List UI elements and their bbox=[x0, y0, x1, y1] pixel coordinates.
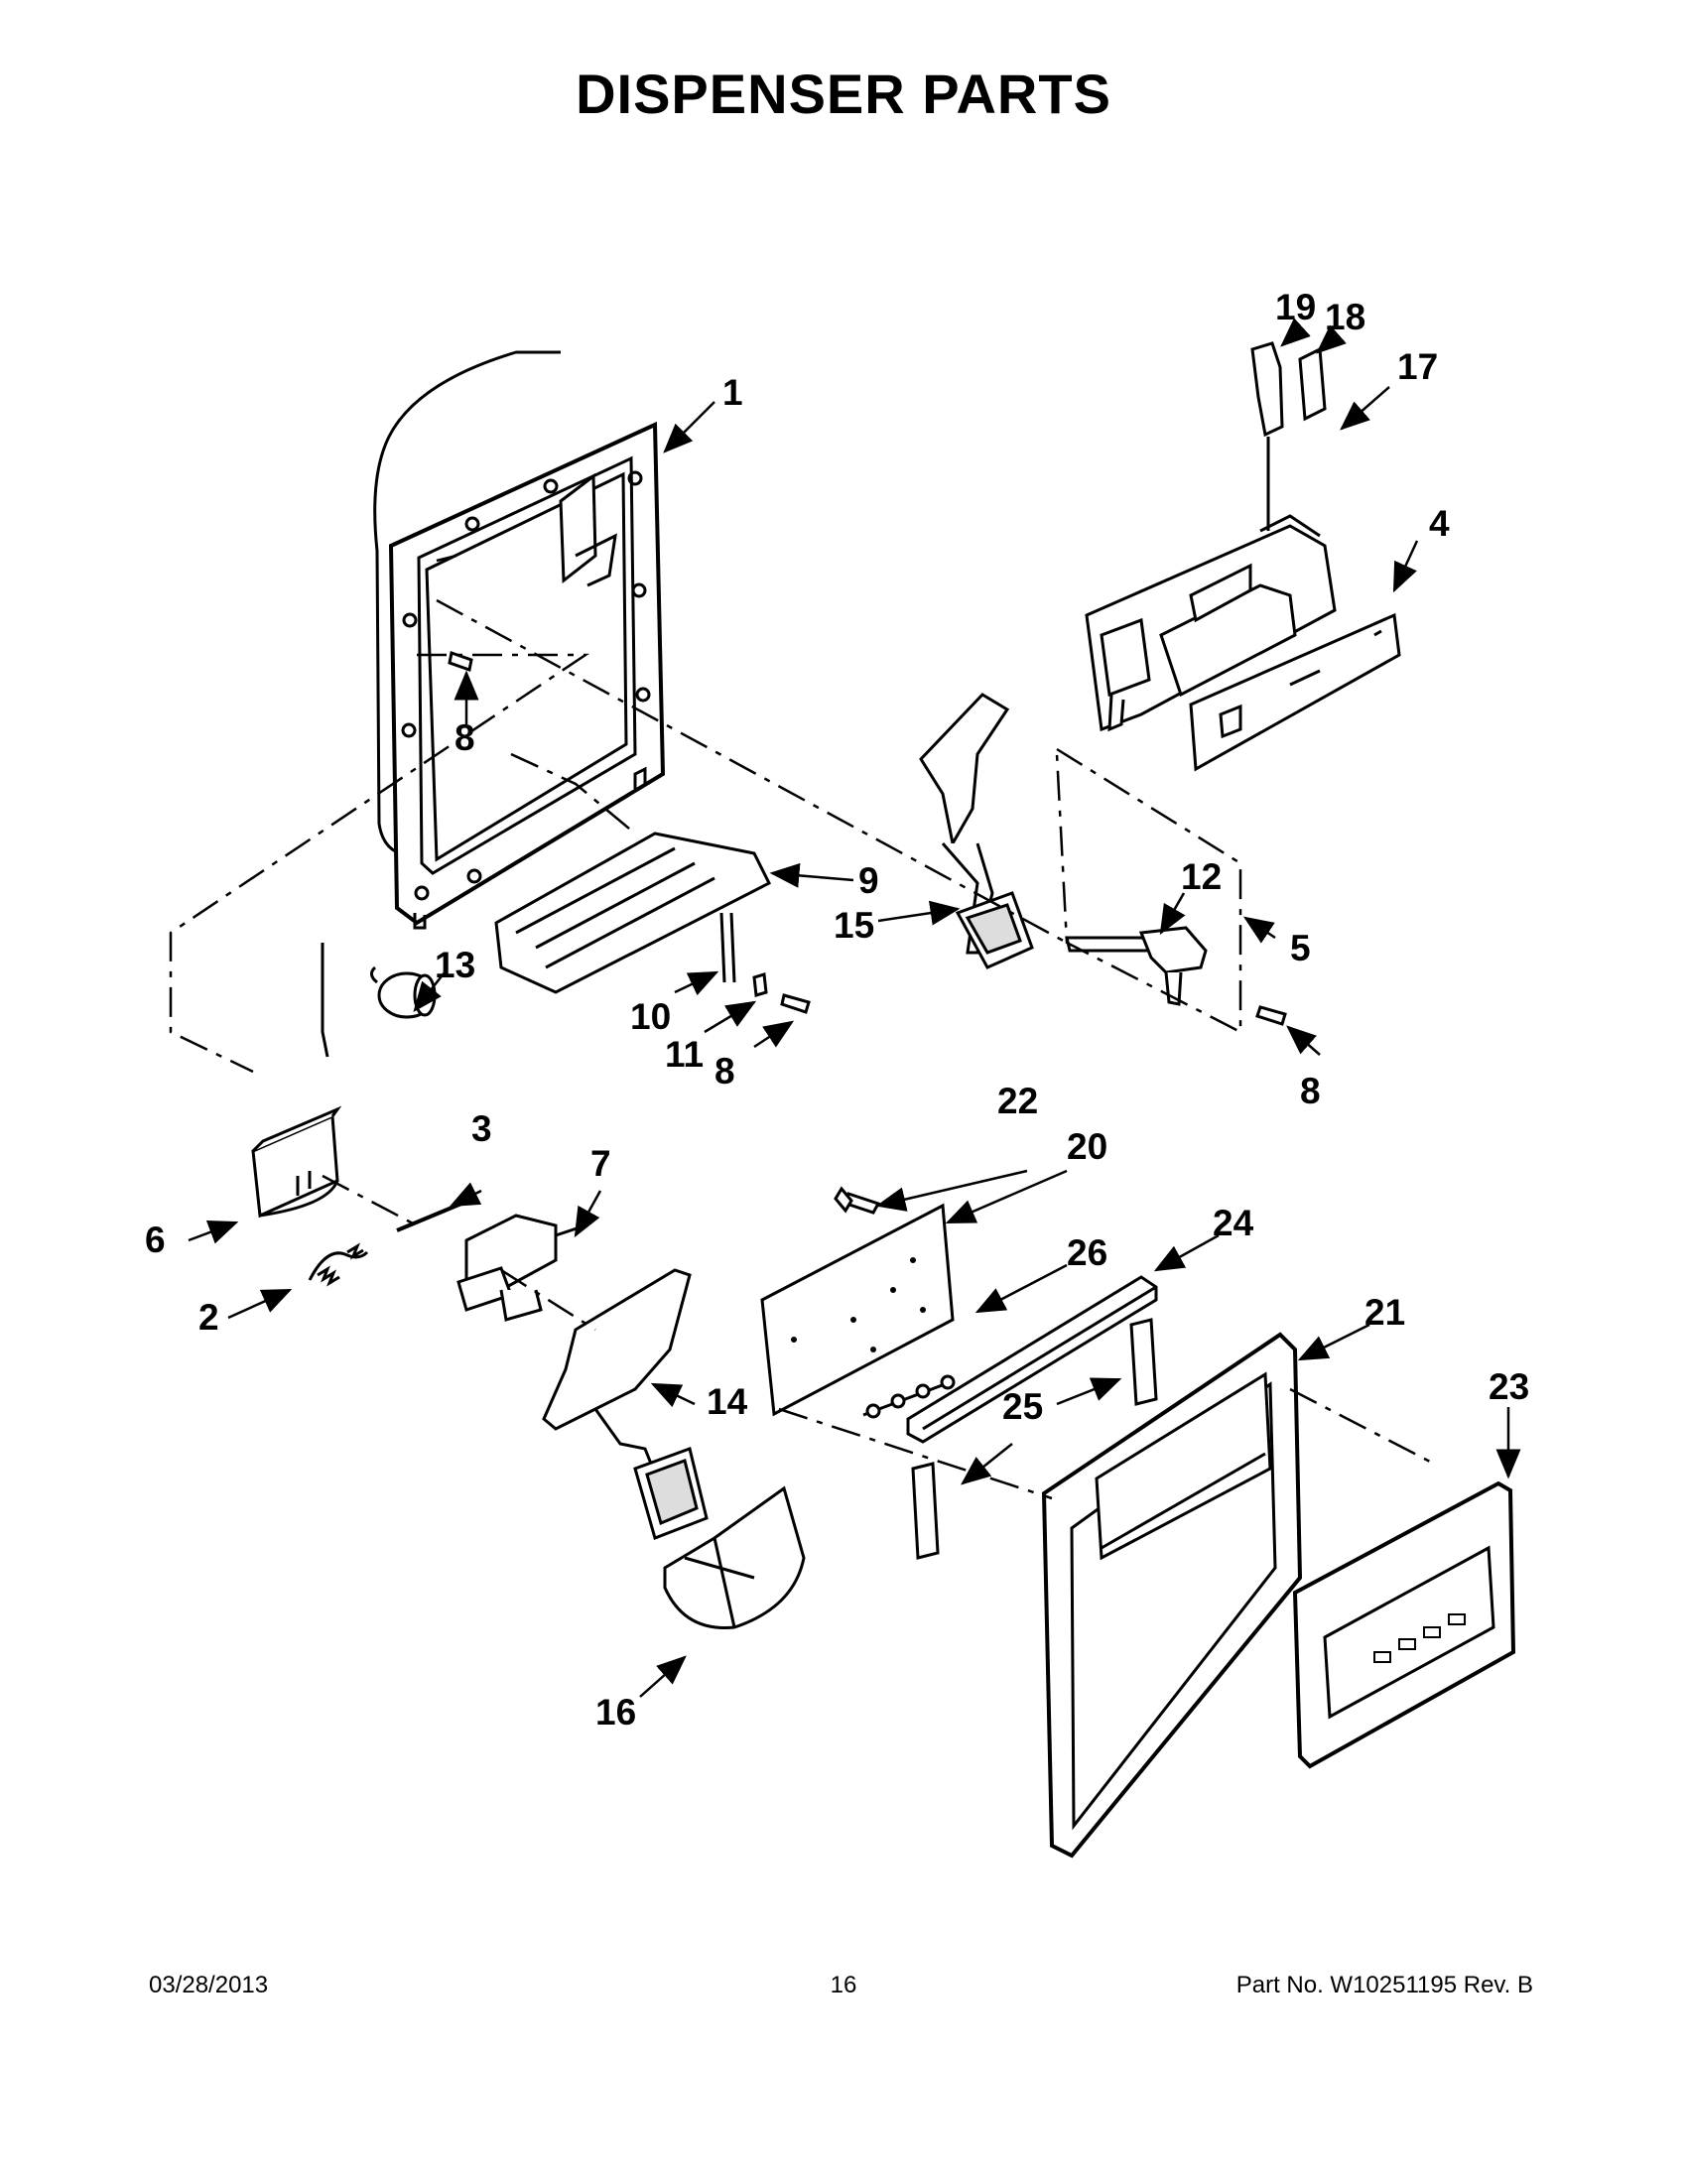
footer-part-number: Part No. W10251195 Rev. B bbox=[1235, 1972, 1533, 1998]
callout-21: 21 bbox=[1364, 1292, 1405, 1333]
part-housing bbox=[373, 350, 666, 930]
callout-2: 2 bbox=[198, 1297, 219, 1338]
callout-23: 23 bbox=[1489, 1366, 1529, 1407]
part-actuator-pad bbox=[251, 943, 342, 1219]
callout-14: 14 bbox=[707, 1381, 748, 1422]
callout-10: 10 bbox=[630, 996, 671, 1037]
part-lever-arm bbox=[1065, 926, 1208, 1006]
part-ice-paddle bbox=[542, 1268, 709, 1540]
part-ice-funnel bbox=[663, 1485, 806, 1629]
part-spacer bbox=[911, 1318, 1158, 1560]
callout-17: 17 bbox=[1397, 346, 1438, 387]
part-insulator-18 bbox=[1298, 346, 1327, 422]
callout-6: 6 bbox=[145, 1220, 166, 1260]
callout-20: 20 bbox=[1067, 1126, 1107, 1167]
callout-22: 22 bbox=[997, 1081, 1038, 1121]
callout-19: 19 bbox=[1275, 287, 1316, 327]
callout-25: 25 bbox=[1002, 1386, 1043, 1427]
part-solenoid bbox=[370, 965, 437, 1019]
callout-24: 24 bbox=[1213, 1203, 1254, 1243]
part-10-11 bbox=[719, 912, 768, 997]
part-bracket bbox=[456, 1214, 591, 1322]
part-spring bbox=[308, 1242, 369, 1287]
part-pin bbox=[396, 1202, 462, 1232]
callout-8a: 8 bbox=[454, 717, 475, 758]
callout-18: 18 bbox=[1325, 297, 1365, 337]
part-drip-tray bbox=[494, 832, 772, 994]
callout-15: 15 bbox=[834, 905, 874, 946]
part-control-housing bbox=[1085, 514, 1401, 772]
part-trim-bar bbox=[906, 1275, 1158, 1444]
callout-8b: 8 bbox=[714, 1051, 735, 1092]
callout-1: 1 bbox=[722, 372, 743, 413]
part-faceplate bbox=[1292, 1480, 1516, 1769]
callout-4: 4 bbox=[1429, 503, 1450, 544]
part-screw-8 bbox=[448, 651, 1287, 1026]
part-control-board bbox=[760, 1203, 955, 1417]
callout-7: 7 bbox=[590, 1143, 611, 1184]
footer-page-number: 16 bbox=[830, 1972, 857, 1998]
part-water-lever bbox=[919, 693, 1034, 969]
callout-leaders bbox=[188, 318, 1521, 1698]
callout-16: 16 bbox=[595, 1692, 636, 1733]
callout-12: 12 bbox=[1181, 856, 1222, 897]
part-led-strip bbox=[862, 1374, 956, 1419]
page-title: DISPENSER PARTS bbox=[576, 63, 1111, 125]
part-screw-22 bbox=[834, 1186, 881, 1215]
part-switch-19 bbox=[1250, 341, 1284, 531]
callout-11: 11 bbox=[665, 1034, 704, 1075]
callout-9: 9 bbox=[858, 860, 879, 901]
callout-13: 13 bbox=[435, 945, 475, 985]
assembly-lines bbox=[169, 554, 1435, 1500]
callout-labels: 1 2 3 4 5 6 7 8 8 8 9 10 11 12 13 14 15 … bbox=[145, 287, 1529, 1733]
part-front-panel bbox=[1041, 1332, 1303, 1859]
callout-26: 26 bbox=[1067, 1232, 1107, 1273]
callout-8c: 8 bbox=[1300, 1071, 1321, 1111]
callout-5: 5 bbox=[1290, 928, 1311, 968]
footer-date: 03/28/2013 bbox=[149, 1972, 269, 1998]
callout-3: 3 bbox=[471, 1108, 492, 1149]
